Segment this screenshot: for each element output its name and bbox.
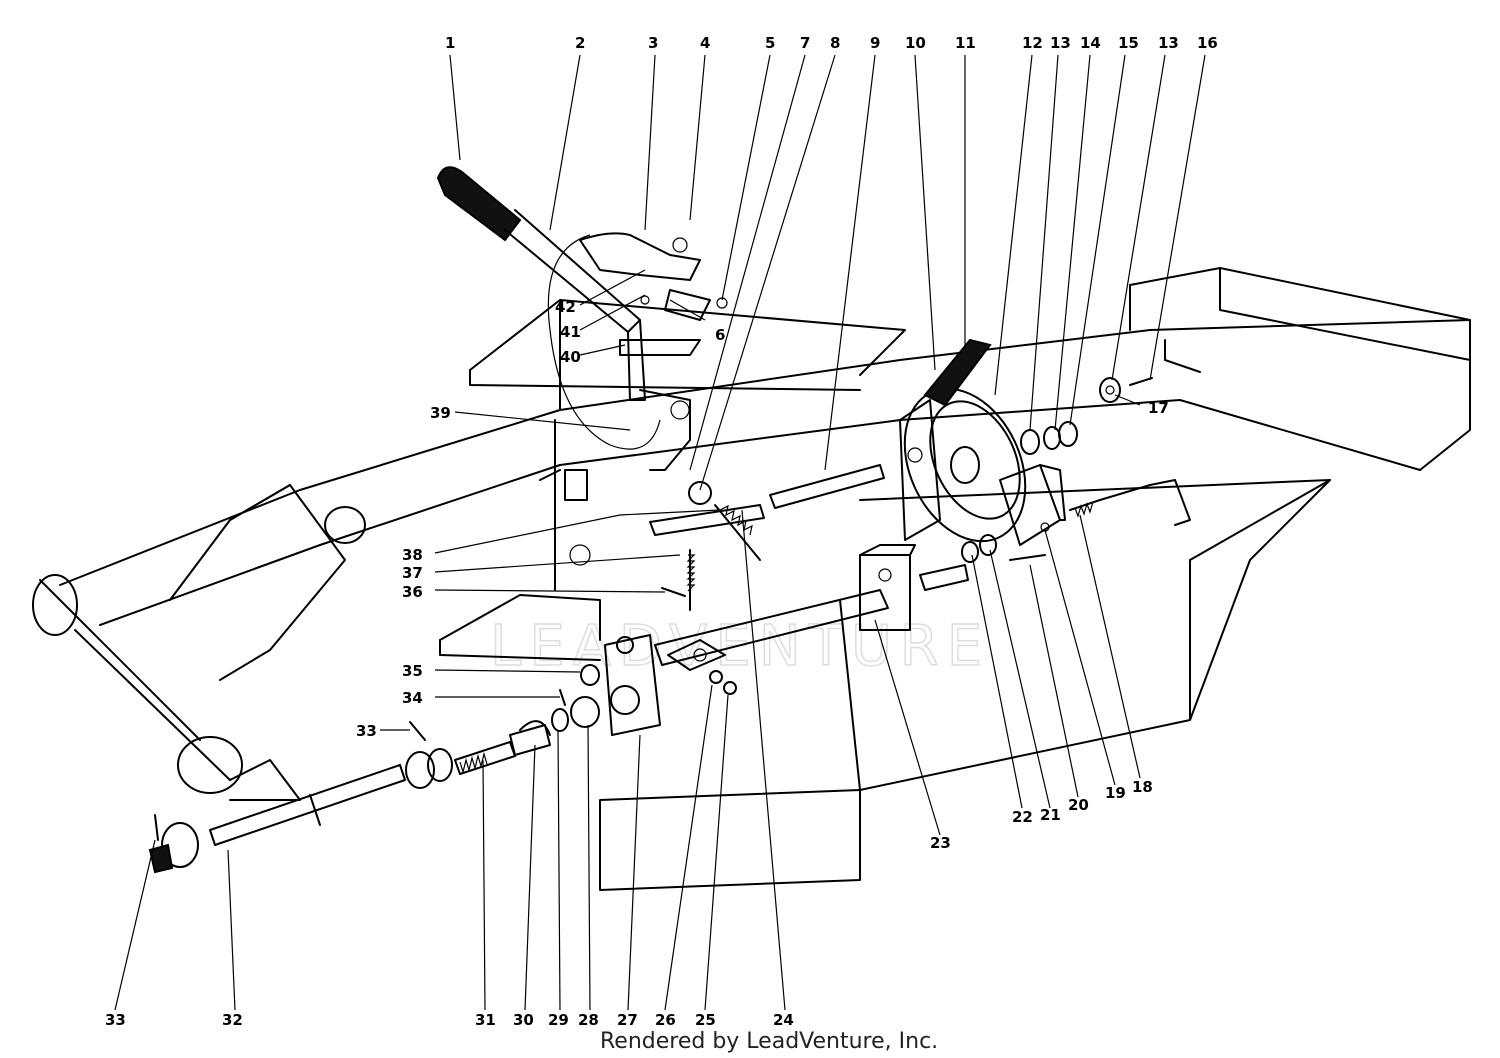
callout-24: 24 xyxy=(773,1011,794,1029)
callout-12: 12 xyxy=(1022,34,1043,52)
callout-31: 31 xyxy=(475,1011,496,1029)
callout-25: 25 xyxy=(695,1011,716,1029)
brake-lever-assembly xyxy=(436,166,728,471)
callout-30: 30 xyxy=(513,1011,534,1029)
callout-14: 14 xyxy=(1080,34,1101,52)
callout-42: 42 xyxy=(555,298,576,316)
callout-5: 5 xyxy=(765,34,775,52)
render-credit: Rendered by LeadVenture, Inc. xyxy=(600,1029,938,1054)
callout-10: 10 xyxy=(905,34,926,52)
drive-shaft-assembly xyxy=(148,664,600,874)
callout-41: 41 xyxy=(560,323,581,341)
rods-and-shafts xyxy=(604,464,969,736)
callout-2: 2 xyxy=(575,34,585,52)
callout-6: 6 xyxy=(715,326,725,344)
callout-35: 35 xyxy=(402,662,423,680)
callout-13-second: 13 xyxy=(1158,34,1179,52)
callout-38: 38 xyxy=(402,546,423,564)
callout-3: 3 xyxy=(648,34,658,52)
callout-21: 21 xyxy=(1040,806,1061,824)
callout-22: 22 xyxy=(1012,808,1033,826)
callout-19: 19 xyxy=(1105,784,1126,802)
leader-lines xyxy=(114,54,1206,1011)
callout-labels: 1 2 3 4 5 7 8 9 10 11 12 13 14 15 13 16 … xyxy=(105,34,1218,1029)
callout-27: 27 xyxy=(617,1011,638,1029)
callout-15: 15 xyxy=(1118,34,1139,52)
callout-40: 40 xyxy=(560,348,581,366)
callout-23: 23 xyxy=(930,834,951,852)
callout-28: 28 xyxy=(578,1011,599,1029)
callout-36: 36 xyxy=(402,583,423,601)
callout-39: 39 xyxy=(430,404,451,422)
callout-7: 7 xyxy=(800,34,810,52)
callout-17: 17 xyxy=(1148,399,1169,417)
callout-33-top: 33 xyxy=(356,722,377,740)
callout-16: 16 xyxy=(1197,34,1218,52)
callout-4: 4 xyxy=(700,34,710,52)
brake-drum-assembly xyxy=(899,338,1191,563)
callout-11: 11 xyxy=(955,34,976,52)
callout-37: 37 xyxy=(402,564,423,582)
frame xyxy=(32,267,1471,891)
callout-9: 9 xyxy=(870,34,880,52)
callout-34: 34 xyxy=(402,689,423,707)
callout-29: 29 xyxy=(548,1011,569,1029)
callout-20: 20 xyxy=(1068,796,1089,814)
callout-18: 18 xyxy=(1132,778,1153,796)
callout-26: 26 xyxy=(655,1011,676,1029)
callout-13: 13 xyxy=(1050,34,1071,52)
callout-32: 32 xyxy=(222,1011,243,1029)
callout-8: 8 xyxy=(830,34,840,52)
callout-1: 1 xyxy=(445,34,455,52)
callout-33-bottom: 33 xyxy=(105,1011,126,1029)
